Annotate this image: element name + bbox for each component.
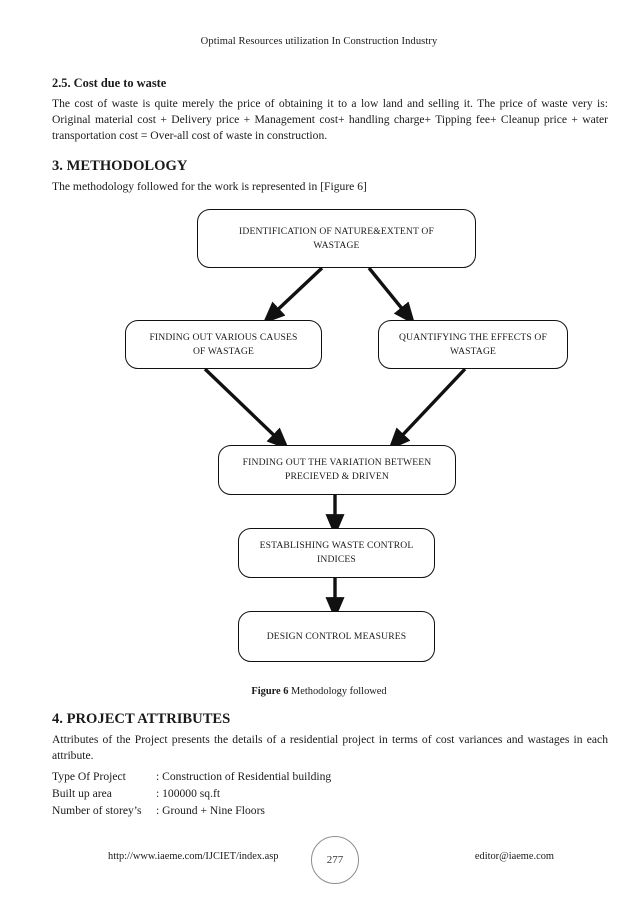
methodology-flowchart: IDENTIFICATION OF NATURE&EXTENT OF WASTA… [0, 196, 638, 686]
project-attributes-list: Type Of Project : Construction of Reside… [52, 769, 608, 820]
figure-caption-text: Methodology followed [288, 686, 387, 697]
attribute-value: : Ground + Nine Floors [156, 804, 265, 818]
attribute-row: Built up area : 100000 sq.ft [52, 786, 608, 803]
attribute-value: : Construction of Residential building [156, 770, 332, 784]
flow-box-indices-line1: ESTABLISHING WASTE CONTROL [259, 540, 414, 552]
flow-box-causes-line2: OF WASTAGE [192, 345, 255, 357]
flow-box-quantifying: QUANTIFYING THE EFFECTS OF WASTAGE [378, 320, 568, 369]
upper-content: 2.5. Cost due to waste The cost of waste… [52, 76, 608, 195]
flow-box-indices: ESTABLISHING WASTE CONTROL INDICES [238, 528, 435, 578]
page-number-badge: 277 [311, 836, 359, 884]
connector-identification-to-causes [262, 266, 324, 324]
footer-url[interactable]: http://www.iaeme.com/IJCIET/index.asp [108, 851, 279, 862]
flow-box-indices-line2: INDICES [317, 554, 356, 565]
flow-box-variation-line2: PRECIEVED & DRIVEN [285, 471, 389, 482]
page-number: 277 [326, 854, 344, 866]
attribute-row: Type Of Project : Construction of Reside… [52, 769, 608, 786]
connector-identification-to-quantifying [367, 266, 416, 325]
figure-caption-label: Figure 6 [251, 686, 289, 697]
flow-box-quantifying-line1: QUANTIFYING THE EFFECTS OF [399, 331, 547, 343]
connector-quantifying-to-variation [388, 367, 467, 451]
section-paragraph-methodology: The methodology followed for the work is… [52, 180, 367, 194]
attribute-value: : 100000 sq.ft [156, 787, 221, 801]
lower-content: 4. PROJECT ATTRIBUTES Attributes of the … [52, 710, 608, 820]
page-footer: http://www.iaeme.com/IJCIET/index.asp 27… [0, 836, 638, 885]
flow-box-measures-line1: DESIGN CONTROL MEASURES [266, 630, 407, 642]
flow-box-variation-line1: FINDING OUT THE VARIATION BETWEEN [242, 457, 432, 469]
flow-box-identification: IDENTIFICATION OF NATURE&EXTENT OF WASTA… [197, 209, 476, 268]
attribute-row: Number of storey’s : Ground + Nine Floor… [52, 803, 608, 820]
flow-box-quantifying-line2: WASTAGE [449, 345, 497, 357]
attribute-key: Number of storey’s [52, 804, 142, 818]
running-head: Optimal Resources utilization In Constru… [200, 36, 438, 47]
flow-box-causes: FINDING OUT VARIOUS CAUSES OF WASTAGE [125, 320, 322, 369]
section-heading-cost-due-to-waste: 2.5. Cost due to waste [52, 76, 167, 90]
footer-email[interactable]: editor@iaeme.com [474, 851, 554, 862]
flow-box-measures: DESIGN CONTROL MEASURES [238, 611, 435, 662]
flow-box-identification-line2: WASTAGE [313, 239, 360, 251]
connector-causes-to-variation [203, 367, 290, 451]
flow-box-variation: FINDING OUT THE VARIATION BETWEEN PRECIE… [218, 445, 456, 495]
section-heading-project-attributes: 4. PROJECT ATTRIBUTES [52, 711, 231, 727]
section-paragraph-project-attributes: Attributes of the Project presents the d… [52, 732, 608, 763]
section-paragraph-cost-due-to-waste: The cost of waste is quite merely the pr… [52, 96, 608, 142]
flowchart-connectors [203, 266, 467, 620]
attribute-key: Type Of Project [52, 770, 126, 784]
figure-caption: Figure 6 Methodology followed [0, 686, 638, 697]
flow-box-identification-line1: IDENTIFICATION OF NATURE&EXTENT OF [239, 225, 434, 237]
flow-box-causes-line1: FINDING OUT VARIOUS CAUSES [149, 331, 298, 343]
spacer [52, 144, 608, 157]
section-heading-methodology: 3. METHODOLOGY [52, 158, 188, 175]
attribute-key: Built up area [52, 787, 112, 801]
